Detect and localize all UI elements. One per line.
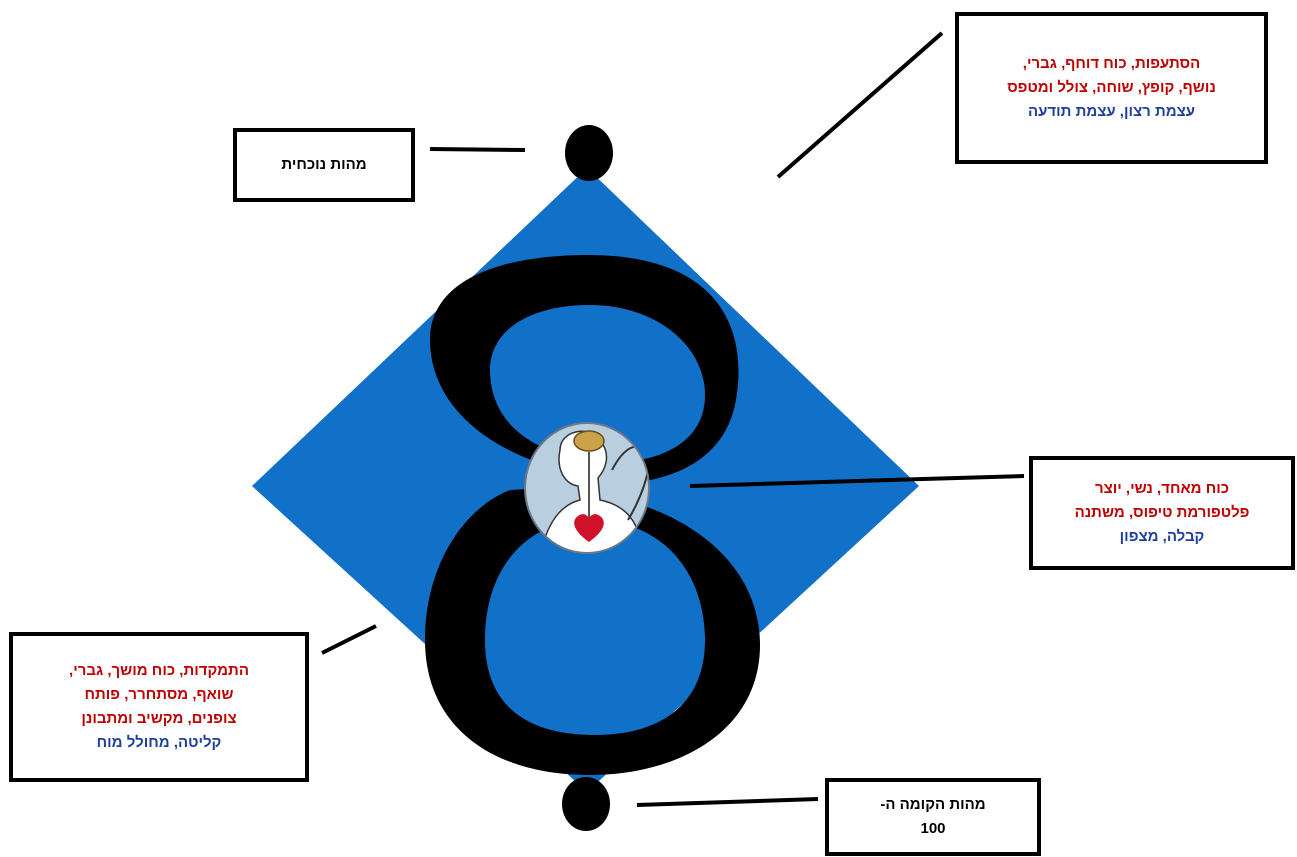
figure-eight	[425, 255, 760, 775]
box-text-line: עצמת רצון, עצמת תודעה	[1027, 103, 1196, 120]
label-box-top-right: הסתעפות, כוח דוחף, גברי, נושף, קופץ, שוח…	[955, 12, 1268, 164]
box-text-line: התמקדות, כוח מושך, גברי,	[69, 662, 249, 679]
bottom-dot	[562, 777, 610, 831]
connector-top-right	[776, 31, 944, 179]
box-text-line: קליטה, מחולל מוח	[96, 734, 222, 751]
label-box-bottom: מהות הקומה ה- 100	[825, 778, 1041, 856]
box-text-line: מהות הקומה ה-	[880, 796, 986, 813]
box-text-line: כוח מאחד, נשי, יוצר	[1094, 480, 1230, 497]
box-text-line: מהות נוכחית	[281, 156, 367, 173]
box-text-line: צופנים, מקשיב ומתבונן	[81, 710, 237, 727]
connector-bottom	[636, 797, 819, 807]
box-text-line: שואף, מסתחרר, פותח	[84, 686, 234, 703]
box-text-line: פלטפורמת טיפוס, משתנה	[1074, 504, 1250, 521]
brain-icon	[573, 430, 605, 452]
center-image	[524, 422, 650, 554]
label-box-current-essence: מהות נוכחית	[233, 128, 415, 202]
box-text-line: הסתעפות, כוח דוחף, גברי,	[1022, 55, 1201, 72]
connector-left	[321, 624, 377, 655]
top-dot	[565, 125, 613, 181]
box-text-line: קבלה, מצפון	[1119, 528, 1205, 545]
label-box-right: כוח מאחד, נשי, יוצר פלטפורמת טיפוס, משתנ…	[1029, 456, 1295, 570]
box-text-line: 100	[920, 820, 946, 837]
heart-icon	[574, 514, 604, 542]
box-text-line: נושף, קופץ, שוחה, צולל ומטפס	[1007, 79, 1216, 96]
connector-top-left	[429, 147, 526, 152]
label-box-left: התמקדות, כוח מושך, גברי, שואף, מסתחרר, פ…	[9, 632, 309, 782]
connector-right	[689, 474, 1025, 488]
